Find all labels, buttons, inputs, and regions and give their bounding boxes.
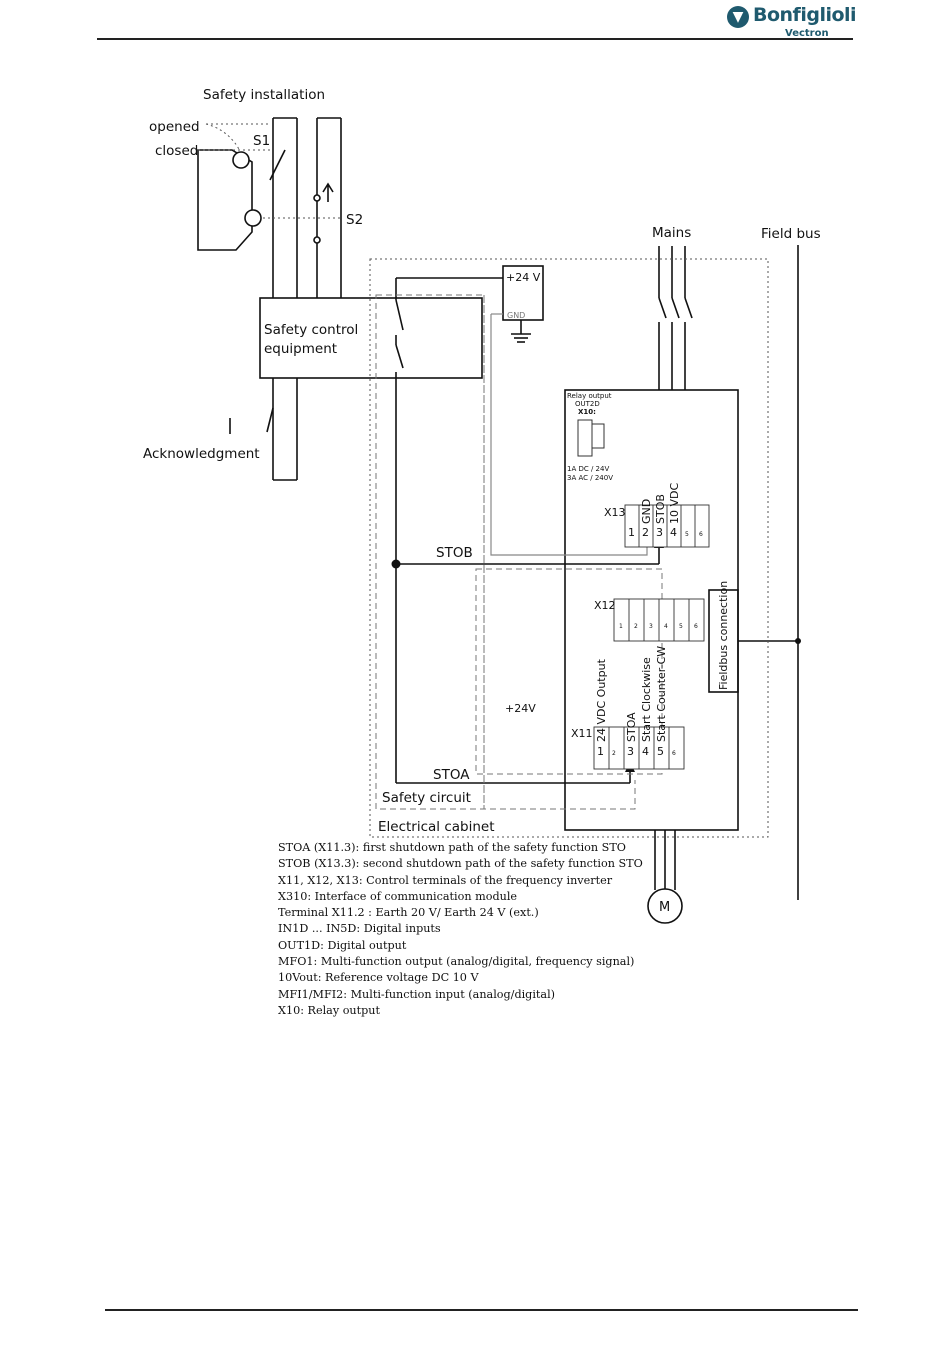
x13-number-3: 3: [656, 526, 663, 539]
x13-label-10vdc: 10 VDC: [668, 483, 681, 524]
label-x10: X10:: [578, 408, 596, 416]
label-24v-box: +24 V: [506, 271, 541, 284]
label-electrical-cabinet: Electrical cabinet: [378, 819, 495, 835]
header-rule: [97, 38, 853, 40]
label-plus24v: +24V: [505, 702, 536, 715]
x11-number-1: 1: [597, 745, 604, 758]
label-safety-installation: Safety installation: [203, 87, 325, 103]
x12-number-3: 3: [649, 623, 653, 630]
label-acknowledgment: Acknowledgment: [143, 446, 260, 462]
label-field-bus: Field bus: [761, 226, 821, 242]
x11-number-6: 6: [672, 750, 676, 757]
legend-line: Terminal X11.2 : Earth 20 V/ Earth 24 V …: [278, 906, 539, 920]
x12-number-6: 6: [694, 623, 698, 630]
brand-sub: Vectron: [785, 28, 829, 39]
x11-label-start-cw: Start Clockwise: [640, 657, 653, 742]
label-relay-rating-1: 1A DC / 24V: [567, 465, 609, 473]
fieldbus-connection-label: Fieldbus connection: [717, 581, 730, 690]
legend-line: X11, X12, X13: Control terminals of the …: [278, 873, 613, 887]
x13-number-1: 1: [628, 526, 635, 539]
x11-number-3: 3: [627, 745, 634, 758]
legend: STOA (X11.3): first shutdown path of the…: [278, 840, 678, 1019]
brand-logo: ▼ Bonfiglioli Vectron: [727, 4, 857, 40]
x12-number-1: 1: [619, 623, 623, 630]
legend-line: X10: Relay output: [278, 1003, 380, 1017]
label-relay-output: Relay output: [567, 392, 612, 400]
label-x11: X11: [571, 727, 593, 740]
label-s2: S2: [346, 212, 363, 228]
label-safety-control-2: equipment: [264, 341, 337, 357]
x12-number-5: 5: [679, 623, 683, 630]
brand-name: Bonfiglioli: [753, 4, 857, 26]
legend-line: STOB (X13.3): second shutdown path of th…: [278, 857, 643, 871]
x13-label-stob: STOB: [654, 494, 667, 524]
legend-line: 10Vout: Reference voltage DC 10 V: [278, 971, 479, 985]
x12-number-2: 2: [634, 623, 638, 630]
legend-line: STOA (X11.3): first shutdown path of the…: [278, 841, 626, 854]
x13-number-4: 4: [670, 526, 677, 539]
x13-number-6: 6: [699, 531, 703, 538]
legend-line: X310: Interface of communication module: [278, 889, 518, 903]
label-relay-rating-2: 3A AC / 240V: [567, 474, 613, 482]
x11-number-5: 5: [657, 745, 664, 758]
label-closed: closed: [155, 143, 198, 159]
legend-line: MFO1: Multi-function output (analog/digi…: [278, 955, 635, 969]
label-stoa: STOA: [433, 767, 470, 783]
x13-number-2: 2: [642, 526, 649, 539]
label-mains: Mains: [652, 225, 691, 241]
footer-rule: [105, 1309, 858, 1311]
label-safety-control-1: Safety control: [264, 322, 358, 338]
x11-label-stoa: STOA: [625, 712, 638, 742]
x11-number-4: 4: [642, 745, 649, 758]
bonfiglioli-logo-icon: ▼: [727, 6, 749, 28]
label-safety-circuit: Safety circuit: [382, 790, 471, 806]
label-opened: opened: [149, 119, 200, 135]
motor-label: M: [659, 900, 670, 915]
x11-label-24vdc: 24 VDC Output: [595, 658, 608, 742]
label-out2d: OUT2D: [575, 400, 600, 408]
x13-label-gnd: GND: [640, 499, 653, 524]
x12-number-4: 4: [664, 623, 668, 630]
label-stob: STOB: [436, 545, 473, 561]
label-x12: X12: [594, 599, 616, 612]
x11-label-start-ccw: Start Counter-CW: [655, 646, 668, 742]
label-s1: S1: [253, 133, 270, 149]
legend-line: IN1D ... IN5D: Digital inputs: [278, 922, 441, 936]
legend-line: MFI1/MFI2: Multi-function input (analog/…: [278, 987, 556, 1001]
x11-number-2: 2: [612, 750, 616, 757]
x13-number-5: 5: [685, 531, 689, 538]
legend-line: OUT1D: Digital output: [278, 938, 407, 952]
label-gnd: GND: [507, 311, 525, 320]
label-x13: X13: [604, 506, 626, 519]
